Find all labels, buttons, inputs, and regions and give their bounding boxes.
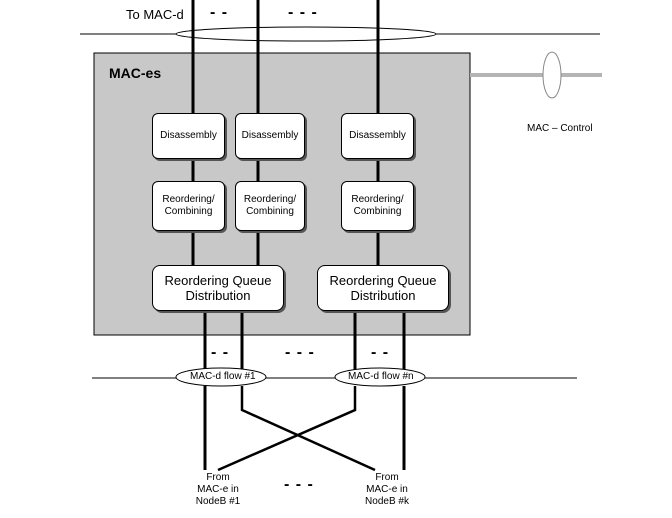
top-ellipsis-1: - -	[210, 4, 229, 21]
flow-ellipsis-2: - - -	[285, 344, 315, 361]
disassembly-box-2: Disassembly	[235, 113, 305, 159]
reordering-box-1: Reordering/ Combining	[152, 181, 225, 231]
disassembly-box-3: Disassembly	[341, 113, 414, 159]
mac-control-ellipse	[542, 51, 562, 99]
reordering-box-3: Reordering/ Combining	[341, 181, 414, 231]
top-bundle-ellipse	[175, 26, 437, 42]
cross-link-flown-to-nodeb1	[217, 386, 357, 472]
mac-es-title: MAC-es	[109, 65, 162, 81]
flow-1-ellipse	[175, 367, 267, 387]
queue-distribution-box-1: Reordering Queue Distribution	[152, 265, 284, 311]
mac-control-label: MAC – Control	[527, 123, 593, 134]
disassembly-box-1: Disassembly	[152, 113, 225, 159]
top-ellipsis-2: - - -	[288, 4, 318, 21]
source-nodeb-1-label: From MAC-e in NodeB #1	[195, 472, 241, 507]
flow-1-label: MAC-d flow #1	[190, 371, 256, 382]
queue-distribution-box-2: Reordering Queue Distribution	[317, 265, 449, 311]
flow-ellipsis-1: - -	[211, 344, 230, 361]
reordering-box-2: Reordering/ Combining	[235, 181, 305, 231]
flow-n-label: MAC-d flow #n	[348, 371, 414, 382]
cross-link-flow1-to-nodebk	[240, 386, 376, 472]
source-nodeb-k-label: From MAC-e in NodeB #k	[365, 472, 409, 507]
flow-ellipsis-3: - -	[371, 344, 390, 361]
flow-n-ellipse	[334, 367, 426, 387]
source-ellipsis: - - -	[284, 476, 314, 493]
to-mac-d-label: To MAC-d	[126, 7, 184, 22]
